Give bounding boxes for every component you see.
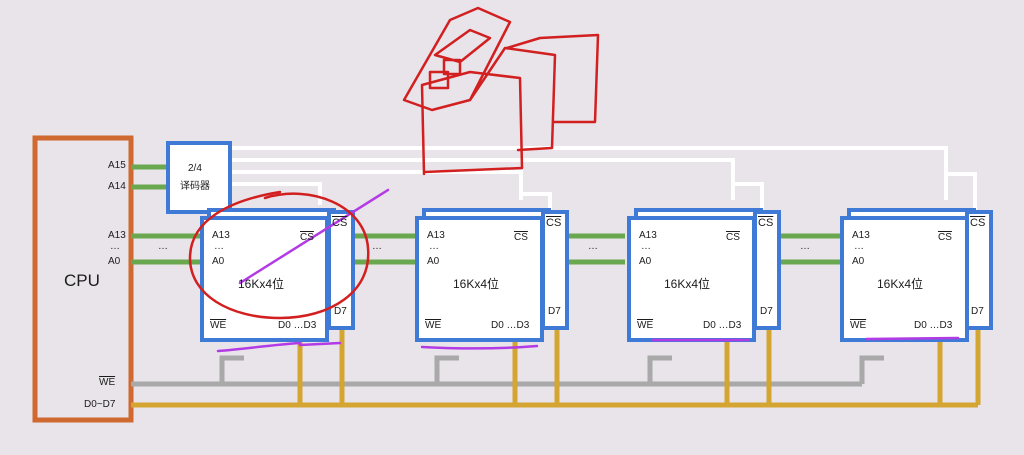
chip4-d-low: D0 …D3 (914, 320, 953, 331)
cpu-pin-dots: … (110, 241, 120, 252)
chip1-cs-in: CS (300, 232, 314, 243)
chip1-we: WE (210, 320, 227, 331)
chip2-dots: … (429, 241, 439, 252)
chip4-we: WE (850, 320, 867, 331)
chip4-cs-in: CS (938, 232, 952, 243)
purple-annotations (216, 188, 960, 353)
chip3-d-high: D7 (760, 306, 773, 317)
chip4-a13: A13 (852, 230, 870, 241)
cpu-pin-a13: A13 (108, 230, 126, 241)
chip2-d-high: D7 (548, 306, 561, 317)
chip3-a13: A13 (639, 230, 657, 241)
bus-dots-1: … (158, 241, 168, 252)
chip1-title: 16Kx4位 (238, 277, 285, 291)
red-circle (188, 190, 370, 320)
chip2-a13: A13 (427, 230, 445, 241)
red-annotations (188, 6, 600, 320)
chip1-d-high: D7 (334, 306, 347, 317)
cpu-pin-a15: A15 (108, 160, 126, 171)
cpu-pin-a14: A14 (108, 181, 126, 192)
chip4-cs-box: CS (970, 217, 986, 229)
decoder-select-lines (230, 146, 977, 212)
chip3-dots: … (641, 241, 651, 252)
chip2-title: 16Kx4位 (453, 277, 500, 291)
data-bus (131, 330, 981, 408)
memory-chip-2 (415, 208, 569, 342)
chip4-dots: … (854, 241, 864, 252)
chip3-title: 16Kx4位 (664, 277, 711, 291)
we-line (131, 355, 884, 387)
cpu-pin-we: WE (99, 377, 116, 388)
chip3-we: WE (637, 320, 654, 331)
memory-chip-3 (627, 208, 781, 342)
cpu-box (32, 135, 134, 423)
chip3-a0: A0 (639, 256, 652, 267)
red-sketch-boxes (402, 6, 600, 176)
chip1-cs-box: CS (332, 217, 348, 229)
memory-chip-4 (840, 208, 993, 342)
chip2-d-low: D0 …D3 (491, 320, 530, 331)
cpu-pin-data: D0~D7 (84, 399, 116, 410)
decoder-label-ratio: 2/4 (188, 163, 202, 174)
chip4-title: 16Kx4位 (877, 277, 924, 291)
chip1-a0: A0 (212, 256, 225, 267)
chip2-a0: A0 (427, 256, 440, 267)
cpu-label: CPU (64, 271, 100, 290)
decoder-box (166, 141, 232, 214)
chip2-we: WE (425, 320, 442, 331)
chip1-d-low: D0 …D3 (278, 320, 317, 331)
chip1-dots: … (214, 241, 224, 252)
bus-dots-3: … (588, 241, 598, 252)
bus-dots-4: … (800, 241, 810, 252)
chip2-cs-in: CS (514, 232, 528, 243)
bus-dots-2: … (372, 241, 382, 252)
decoder-label-name: 译码器 (180, 181, 210, 192)
chip3-cs-box: CS (758, 217, 774, 229)
chip3-cs-in: CS (726, 232, 740, 243)
cpu-pin-a0: A0 (108, 256, 121, 267)
chip2-cs-box: CS (546, 217, 562, 229)
chip4-a0: A0 (852, 256, 865, 267)
chip4-d-high: D7 (971, 306, 984, 317)
chip1-a13: A13 (212, 230, 230, 241)
chip3-d-low: D0 …D3 (703, 320, 742, 331)
